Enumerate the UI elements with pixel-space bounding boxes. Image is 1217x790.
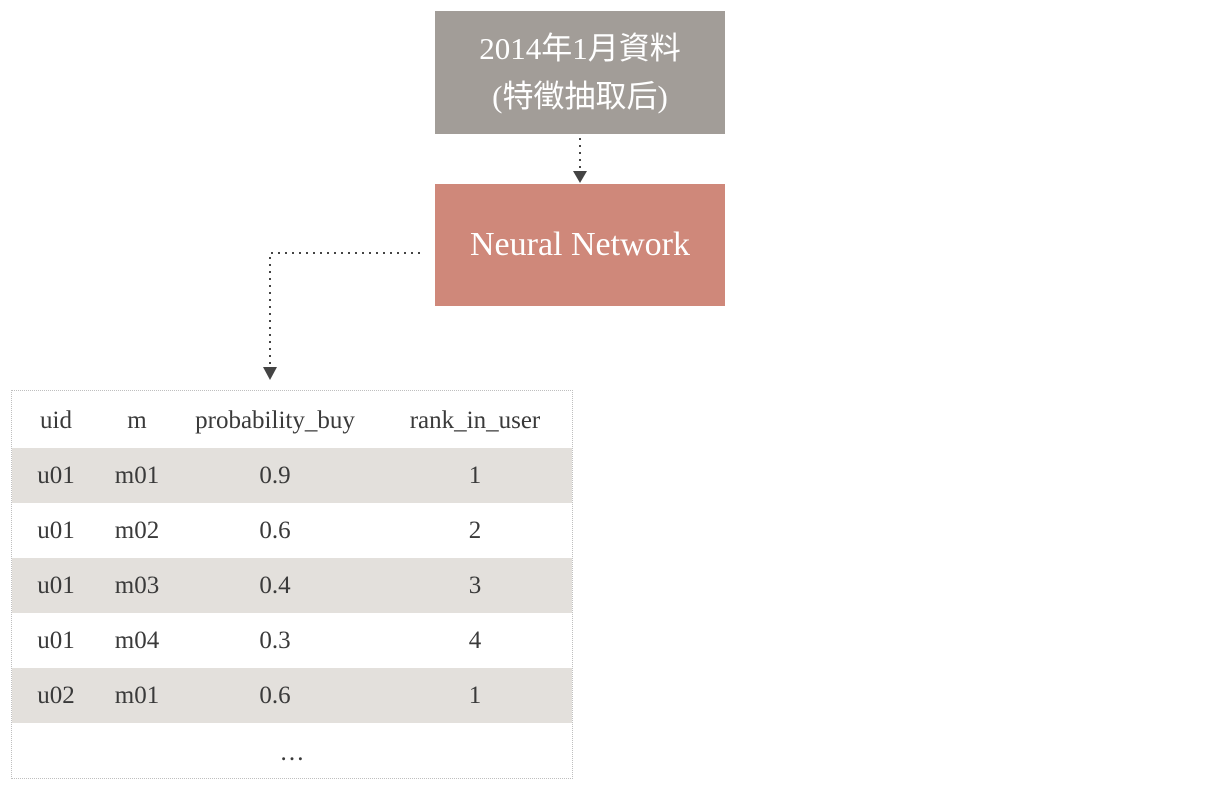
cell-probability-buy: 0.4 xyxy=(259,571,291,599)
input-data-subtitle: (特徵抽取后) xyxy=(492,78,668,114)
header-probability-buy: probability_buy xyxy=(195,406,355,434)
neural-network-node: Neural Network xyxy=(435,184,725,306)
table-row: u01 m03 0.4 3 xyxy=(12,558,572,613)
cell-uid: u01 xyxy=(37,516,75,544)
cell-m: m02 xyxy=(114,516,160,544)
table-row: u02 m01 0.6 1 xyxy=(12,668,572,723)
cell-m: m01 xyxy=(114,461,160,489)
table-row: u01 m01 0.9 1 xyxy=(12,448,572,503)
header-rank-in-user: rank_in_user xyxy=(409,406,541,434)
cell-uid: u02 xyxy=(37,681,75,709)
cell-uid: u01 xyxy=(37,571,75,599)
cell-rank-in-user: 2 xyxy=(468,516,482,544)
input-data-title: 2014年1月資料 xyxy=(479,30,681,66)
cell-probability-buy: 0.3 xyxy=(259,626,291,654)
cell-m: m04 xyxy=(114,626,160,654)
neural-network-label: Neural Network xyxy=(470,226,690,263)
cell-rank-in-user: 1 xyxy=(468,461,482,489)
prediction-table: uid m probability_buy rank_in_user u01 m… xyxy=(11,390,573,779)
cell-rank-in-user: 3 xyxy=(468,571,482,599)
input-data-node: 2014年1月資料 (特徵抽取后) xyxy=(435,11,725,134)
model-to-table-arrowhead xyxy=(263,367,277,380)
table-ellipsis: … xyxy=(279,739,305,766)
table-row: u01 m04 0.3 4 xyxy=(12,613,572,668)
cell-probability-buy: 0.6 xyxy=(259,516,291,544)
header-m: m xyxy=(127,406,147,434)
cell-m: m03 xyxy=(114,571,160,599)
cell-m: m01 xyxy=(114,681,160,709)
cell-uid: u01 xyxy=(37,626,75,654)
cell-rank-in-user: 1 xyxy=(468,681,482,709)
cell-uid: u01 xyxy=(37,461,75,489)
table-header-row: uid m probability_buy rank_in_user xyxy=(12,393,572,448)
cell-probability-buy: 0.6 xyxy=(259,681,291,709)
cell-rank-in-user: 4 xyxy=(468,626,482,654)
header-uid: uid xyxy=(40,406,72,434)
input-to-model-arrowhead xyxy=(573,171,587,183)
model-to-table-connector xyxy=(269,252,420,367)
cell-probability-buy: 0.9 xyxy=(259,461,291,489)
table-row: u01 m02 0.6 2 xyxy=(12,503,572,558)
